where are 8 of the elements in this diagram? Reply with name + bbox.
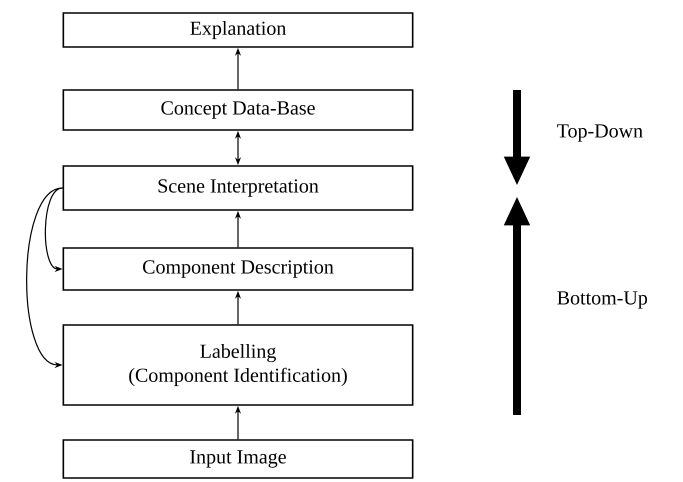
- process-box: Input Image: [62, 439, 414, 479]
- process-box: Scene Interpretation: [62, 165, 414, 211]
- process-box: Explanation: [62, 12, 414, 48]
- direction-label: Bottom-Up: [557, 291, 648, 309]
- direction-label: Top-Down: [557, 124, 643, 142]
- process-box: Concept Data-Base: [62, 89, 414, 131]
- process-box: Component Description: [62, 247, 414, 291]
- process-box: Labelling (Component Identification): [62, 324, 414, 406]
